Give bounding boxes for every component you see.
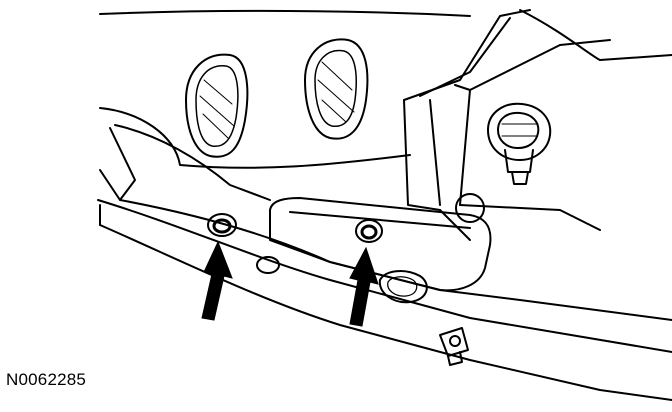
up-arrow-icon — [201, 240, 233, 321]
up-arrow-icon — [349, 246, 379, 327]
lower-clip — [439, 327, 469, 366]
vent-slot-left — [185, 53, 249, 158]
strut-bracket — [403, 9, 672, 241]
fender-top-edge — [99, 9, 471, 17]
beam-hole — [256, 256, 280, 274]
vent-slot-right — [304, 38, 369, 140]
upper-panel-outline — [99, 107, 411, 169]
right-fastener — [355, 219, 383, 243]
bracket-plate — [269, 197, 492, 304]
left-fastener — [207, 213, 237, 237]
callout-arrows — [201, 240, 379, 327]
figure-reference-code: N0062285 — [6, 370, 87, 389]
mount-bolt — [487, 102, 552, 185]
